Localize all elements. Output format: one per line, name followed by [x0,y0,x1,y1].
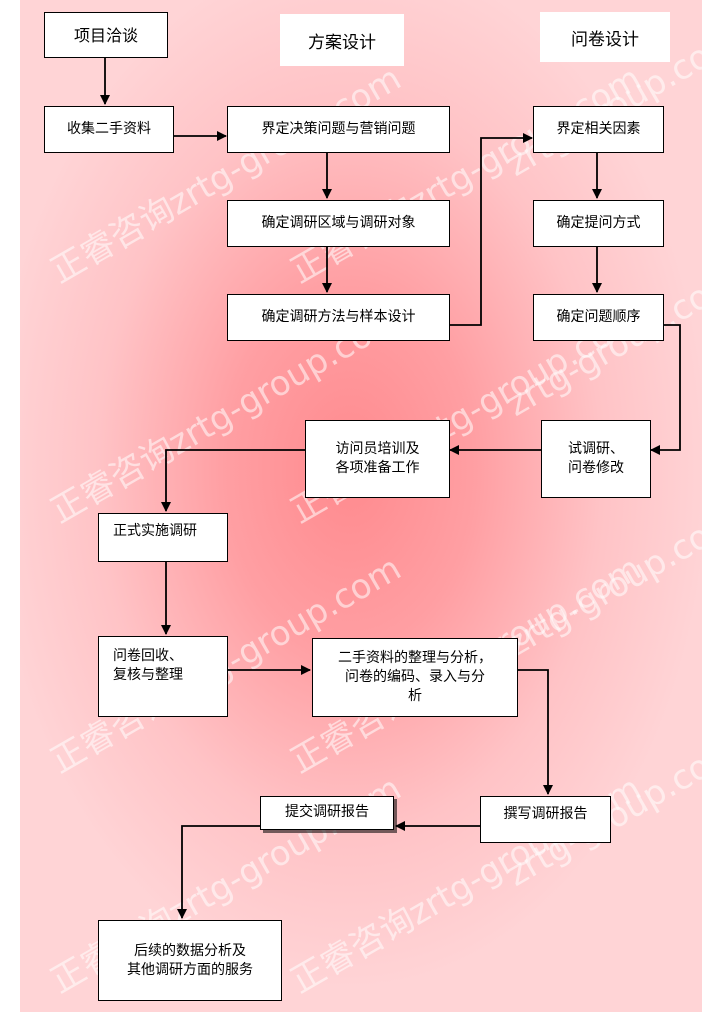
define-problem-box: 界定决策问题与营销问题 [227,106,450,153]
define-problem-label: 界定决策问题与营销问题 [261,121,416,137]
arrow-submit-to-followup [177,825,260,919]
research-method-box: 确定调研方法与样本设计 [227,294,450,341]
collect-secondary-data-box: 收集二手资料 [44,106,174,153]
write-report-box: 撰写调研报告 [480,796,611,843]
interviewer-training-box: 访问员培训及 各项准备工作 [305,420,450,498]
submit-report-label: 提交调研报告 [285,804,369,820]
formal-implementation-box: 正式实施调研 [98,513,228,562]
define-factors-box: 界定相关因素 [533,106,664,153]
questionnaire-design-header: 问卷设计 [540,12,670,62]
arrow-order-to-pretest [650,324,681,455]
pretest-label: 试调研、 问卷修改 [568,441,624,476]
research-region-label: 确定调研区域与调研对象 [261,215,416,231]
plan-design-header: 方案设计 [280,14,404,66]
question-order-box: 确定问题顺序 [533,294,664,341]
followup-services-box: 后续的数据分析及 其他调研方面的服务 [98,920,282,1001]
arrow-method-to-factors [450,133,533,326]
research-method-label: 确定调研方法与样本设计 [261,309,416,325]
project-negotiation-label: 项目洽谈 [73,25,138,45]
define-factors-label: 界定相关因素 [556,121,641,137]
data-analysis-box: 二手资料的整理与分析， 问卷的编码、录入与分 析 [312,638,518,717]
arrow-training-to-implement [161,449,305,512]
data-analysis-label: 二手资料的整理与分析， 问卷的编码、录入与分 析 [338,650,492,704]
diagram-canvas: 正睿咨询zrtg-group.com 正睿咨询zrtg-group.com 正睿… [20,0,702,1012]
questionnaire-design-label: 问卷设计 [571,29,639,50]
formal-implementation-label: 正式实施调研 [113,523,197,539]
arrow-analysis-to-write [518,669,553,795]
connector-lines [100,58,681,919]
research-region-box: 确定调研区域与调研对象 [227,200,450,247]
question-order-label: 确定问题顺序 [556,309,641,325]
questionnaire-recovery-label: 问卷回收、 复核与整理 [113,648,183,683]
ask-method-box: 确定提问方式 [533,200,664,247]
questionnaire-recovery-box: 问卷回收、 复核与整理 [98,636,228,717]
interviewer-training-label: 访问员培训及 各项准备工作 [335,441,420,476]
pretest-box: 试调研、 问卷修改 [541,420,651,498]
collect-secondary-data-label: 收集二手资料 [67,121,151,137]
project-negotiation-box: 项目洽谈 [44,12,168,58]
write-report-label: 撰写调研报告 [503,806,588,822]
plan-design-label: 方案设计 [308,32,376,53]
followup-services-label: 后续的数据分析及 其他调研方面的服务 [127,942,253,978]
submit-report-box: 提交调研报告 [260,796,394,830]
ask-method-label: 确定提问方式 [556,215,641,231]
